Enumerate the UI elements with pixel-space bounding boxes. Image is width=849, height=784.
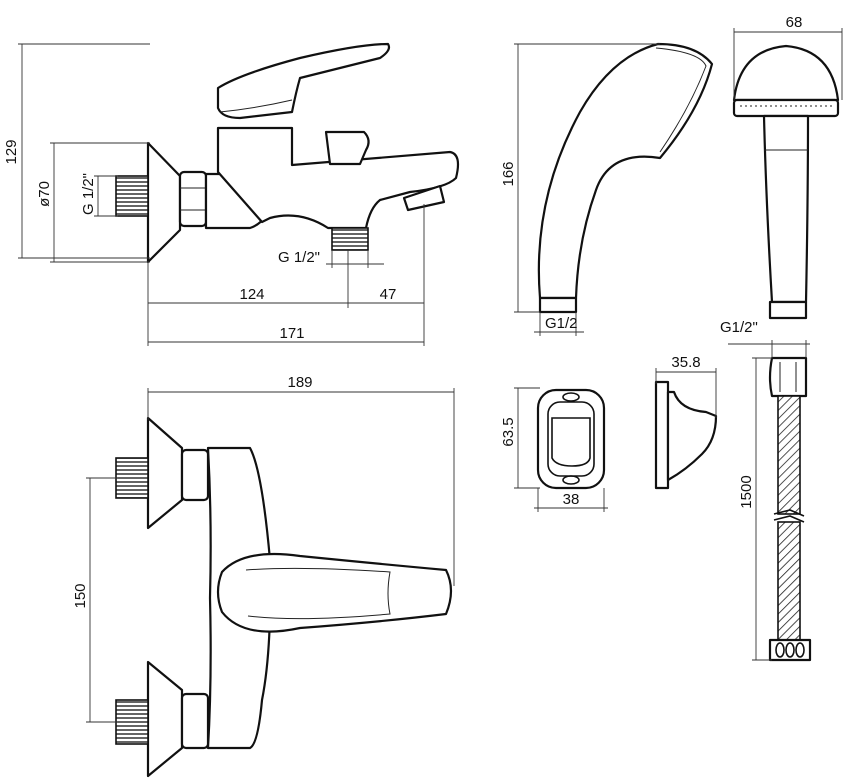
inlet-thread xyxy=(115,175,149,217)
shower-head-front xyxy=(732,44,840,102)
dim-label-150: 150 xyxy=(72,583,89,608)
lower-flange xyxy=(146,660,184,778)
wall-flange xyxy=(146,141,182,264)
screw-hole-bottom xyxy=(562,475,580,485)
dim-label-171: 171 xyxy=(279,325,304,342)
hose-top-nut xyxy=(768,356,808,398)
screw-hole-top xyxy=(562,392,580,402)
lower-nut xyxy=(180,692,210,750)
hand-shower-thread-label: G1/2 xyxy=(545,315,578,332)
connection-nut xyxy=(178,170,208,228)
outlet-thread xyxy=(331,227,369,251)
dim-label-63-5: 63.5 xyxy=(500,417,517,446)
hand-shower-body xyxy=(537,42,714,300)
dim-label-166: 166 xyxy=(500,161,517,186)
hose-break-mark xyxy=(773,509,805,517)
dim-label-38: 38 xyxy=(563,491,580,508)
mixer-top-view: 189 150 xyxy=(72,374,455,778)
thread-label-outlet: G 1/2" xyxy=(278,249,320,266)
dim-label-1500: 1500 xyxy=(738,475,755,508)
thread-label-inlet: G 1/2" xyxy=(80,173,97,215)
shower-hose: G1/2" 1500 xyxy=(720,319,812,662)
hand-shower-front: 68 xyxy=(732,14,843,320)
dim-label-124: 124 xyxy=(239,286,264,303)
mixer-column xyxy=(216,126,460,230)
wall-bracket-front: 63.5 38 xyxy=(500,387,608,512)
hose-bottom-nut xyxy=(768,638,812,662)
shower-face xyxy=(732,98,840,118)
dim-label-47: 47 xyxy=(380,286,397,303)
dim-label-diameter-70: ø70 xyxy=(36,181,53,207)
hand-shower-connector xyxy=(538,296,578,314)
top-lever xyxy=(216,552,453,633)
dim-label-129: 129 xyxy=(3,139,20,164)
hose-thread-label: G1/2" xyxy=(720,319,758,336)
mixer-side-view: 129 ø70 G 1/2" G 1/2" 124 47 171 xyxy=(3,42,460,346)
upper-flange xyxy=(146,416,184,530)
hose-upper-section xyxy=(777,395,801,515)
bracket-side-arm xyxy=(666,390,718,482)
shower-front-connector xyxy=(768,300,808,320)
spout-tip xyxy=(402,184,446,212)
upper-inlet-thread xyxy=(115,457,149,499)
dim-label-189: 189 xyxy=(287,374,312,391)
dim-label-68: 68 xyxy=(786,14,803,31)
hand-shower-side: 166 G1/2 xyxy=(500,42,714,336)
bracket-side-plate xyxy=(654,380,670,490)
bracket-plate xyxy=(536,388,606,490)
upper-nut xyxy=(180,448,210,502)
wall-bracket-side: 35.8 xyxy=(654,354,718,490)
dim-label-35-8: 35.8 xyxy=(671,354,700,371)
lower-inlet-thread xyxy=(115,699,149,745)
shower-handle-front xyxy=(762,114,810,304)
hose-lower-section xyxy=(777,521,801,641)
diverter-knob xyxy=(324,130,370,166)
lever-handle xyxy=(216,42,391,120)
